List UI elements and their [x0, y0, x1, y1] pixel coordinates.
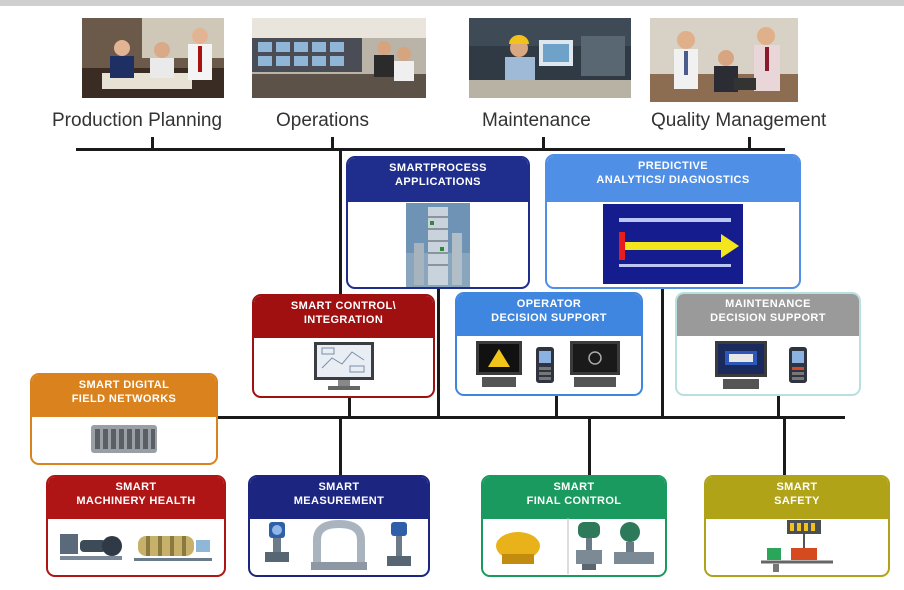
- box-header: SMART FINAL CONTROL: [483, 477, 665, 519]
- role-label-production-planning: Production Planning: [52, 110, 223, 131]
- box-header: OPERATOR DECISION SUPPORT: [457, 294, 641, 336]
- drop-finalcontrol: [588, 418, 591, 476]
- box-title-line: SMART: [776, 481, 818, 493]
- technician-photo-icon: [469, 18, 631, 98]
- box-title-line: SMART: [318, 481, 360, 493]
- top-drop-3: [542, 137, 545, 149]
- box-header: SMART DIGITAL FIELD NETWORKS: [32, 375, 216, 417]
- drop-measurement: [339, 418, 342, 476]
- box-title-line: MAINTENANCE: [725, 298, 811, 310]
- box-title-line: SMART: [115, 481, 157, 493]
- box-title-line: SMART: [553, 481, 595, 493]
- drop-maintenance: [777, 396, 780, 418]
- analytics-chart-icon: [547, 200, 799, 287]
- box-header: PREDICTIVE ANALYTICS/ DIAGNOSTICS: [547, 156, 799, 202]
- box-header: SMART MEASUREMENT: [250, 477, 428, 519]
- top-border: [0, 0, 904, 6]
- trunk-left: [339, 150, 342, 296]
- role-label-maintenance: Maintenance: [482, 110, 591, 131]
- valve-actuators-icon: [483, 517, 665, 575]
- box-title-line: INTEGRATION: [303, 314, 384, 326]
- smart-measurement-box[interactable]: SMART MEASUREMENT: [248, 475, 430, 577]
- box-title-line: ANALYTICS/ DIAGNOSTICS: [596, 174, 750, 186]
- smart-digital-field-networks-box[interactable]: SMART DIGITAL FIELD NETWORKS: [30, 373, 218, 465]
- box-title-line: DECISION SUPPORT: [491, 312, 607, 324]
- trunk-mid: [437, 288, 440, 418]
- box-title-line: SAFETY: [774, 495, 820, 507]
- meeting-photo-icon: [82, 18, 224, 98]
- smartprocess-applications-box[interactable]: SMARTPROCESS APPLICATIONS: [346, 156, 530, 289]
- top-drop-1: [151, 137, 154, 149]
- box-title-line: FINAL CONTROL: [526, 495, 622, 507]
- box-title-line: SMARTPROCESS: [389, 162, 487, 174]
- role-label-operations: Operations: [276, 110, 369, 131]
- operator-workstation-icon: [457, 334, 641, 394]
- box-title-line: OPERATOR: [516, 298, 582, 310]
- box-header: SMART SAFETY: [706, 477, 888, 519]
- box-title-line: FIELD NETWORKS: [71, 393, 177, 405]
- box-title-line: SMART DIGITAL: [78, 379, 170, 391]
- box-header: SMART CONTROL\ INTEGRATION: [254, 296, 433, 338]
- smart-final-control-box[interactable]: SMART FINAL CONTROL: [481, 475, 667, 577]
- trunk-right: [661, 288, 664, 418]
- top-drop-4: [748, 137, 751, 149]
- box-header: MAINTENANCE DECISION SUPPORT: [677, 294, 859, 336]
- quality-team-photo-icon: [650, 18, 798, 102]
- safety-system-icon: [706, 517, 888, 575]
- control-room-photo-icon: [252, 18, 426, 98]
- drop-safety: [783, 418, 786, 476]
- drop-operator: [555, 396, 558, 418]
- bottom-bus-line: [217, 416, 845, 419]
- box-title-line: PREDICTIVE: [637, 160, 708, 172]
- measurement-devices-icon: [250, 517, 428, 575]
- operator-decision-support-box[interactable]: OPERATOR DECISION SUPPORT: [455, 292, 643, 396]
- smart-control-integration-box[interactable]: SMART CONTROL\ INTEGRATION: [252, 294, 435, 398]
- box-title-line: SMART CONTROL\: [290, 300, 397, 312]
- smart-safety-box[interactable]: SMART SAFETY: [704, 475, 890, 577]
- box-title-line: APPLICATIONS: [395, 176, 481, 188]
- smart-machinery-health-box[interactable]: SMART MACHINERY HEALTH: [46, 475, 226, 577]
- box-title-line: DECISION SUPPORT: [710, 312, 826, 324]
- top-drop-2: [331, 137, 334, 149]
- role-label-quality-management: Quality Management: [651, 110, 827, 131]
- top-bus-line: [76, 148, 785, 151]
- drop-control: [348, 396, 351, 418]
- machinery-equipment-icon: [48, 517, 224, 575]
- box-title-line: MEASUREMENT: [293, 495, 385, 507]
- box-header: SMARTPROCESS APPLICATIONS: [348, 158, 528, 202]
- maintenance-decision-support-box[interactable]: MAINTENANCE DECISION SUPPORT: [675, 292, 861, 396]
- maintenance-workstation-icon: [677, 334, 859, 394]
- box-title-line: MACHINERY HEALTH: [76, 495, 196, 507]
- box-header: SMART MACHINERY HEALTH: [48, 477, 224, 519]
- refinery-tower-icon: [348, 202, 528, 287]
- fieldbus-device-icon: [32, 415, 216, 463]
- predictive-analytics-box[interactable]: PREDICTIVE ANALYTICS/ DIAGNOSTICS: [545, 154, 801, 289]
- control-monitor-icon: [254, 336, 433, 396]
